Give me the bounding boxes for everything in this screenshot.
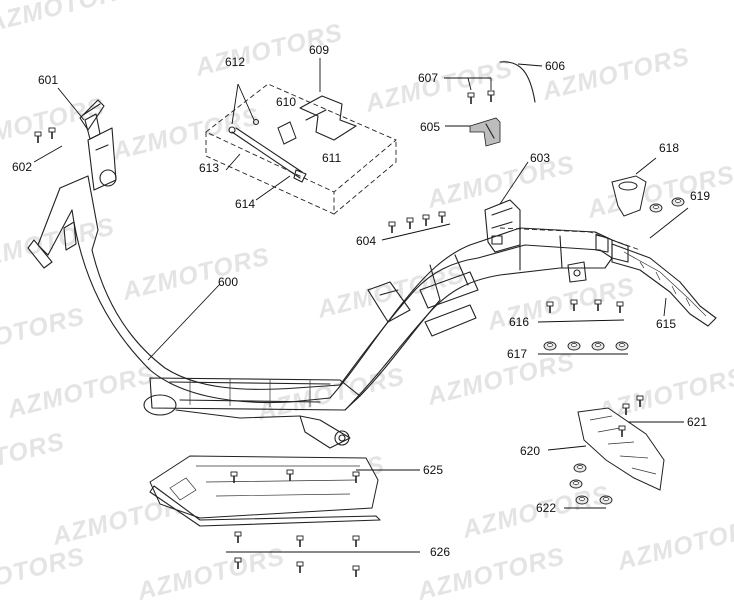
callout-610: 610 bbox=[276, 95, 296, 109]
floor-pan-625 bbox=[149, 455, 420, 527]
watermark-text: AZMOTORS bbox=[0, 302, 88, 366]
callout-609: 609 bbox=[309, 43, 329, 57]
callout-labels: 600 601 602 603 604 605 606 607 609 610 … bbox=[12, 43, 710, 559]
callout-612: 612 bbox=[225, 55, 245, 69]
watermark-text: AZMOTORS bbox=[484, 272, 638, 336]
watermark-text: AZMOTORS bbox=[0, 212, 118, 276]
callout-618: 618 bbox=[659, 141, 679, 155]
bolts-604 bbox=[381, 211, 451, 241]
callout-615: 615 bbox=[656, 317, 676, 331]
watermark-text: AZMOTORS bbox=[424, 150, 578, 214]
callout-605: 605 bbox=[420, 120, 440, 134]
watermark-text: AZMOTORS bbox=[0, 427, 68, 491]
callout-602: 602 bbox=[12, 160, 32, 174]
callout-625: 625 bbox=[423, 463, 443, 477]
callout-616: 616 bbox=[509, 315, 529, 329]
rear-bracket-615 bbox=[611, 243, 717, 327]
callout-607: 607 bbox=[418, 71, 438, 85]
leader-615 bbox=[663, 297, 667, 317]
leader-600 bbox=[147, 283, 221, 361]
watermark-text: AZMOTORS bbox=[119, 242, 273, 306]
watermark-text: AZMOTORS bbox=[4, 360, 158, 424]
callout-622: 622 bbox=[536, 501, 556, 515]
callout-614: 614 bbox=[235, 197, 255, 211]
bracket-601 bbox=[57, 87, 105, 131]
watermark-text: AZMOTORS bbox=[614, 512, 734, 576]
callout-606: 606 bbox=[545, 59, 565, 73]
nuts-619 bbox=[649, 197, 689, 239]
watermark-text: AZMOTORS bbox=[539, 42, 693, 106]
bolts-621 bbox=[618, 395, 684, 438]
callout-613: 613 bbox=[199, 161, 219, 175]
callout-604: 604 bbox=[356, 234, 376, 248]
watermark-text: AZMOTORS bbox=[362, 54, 516, 118]
watermark-text: AZMOTORS bbox=[0, 542, 88, 600]
callout-603: 603 bbox=[530, 151, 550, 165]
nuts-617 bbox=[538, 341, 629, 355]
leader-603 bbox=[499, 161, 529, 205]
bolts-626 bbox=[226, 531, 420, 578]
callout-621: 621 bbox=[687, 415, 707, 429]
dashed-assembly-box-609 bbox=[205, 58, 397, 215]
bracket-605-cable-606 bbox=[444, 61, 543, 147]
watermark-text: AZMOTORS bbox=[109, 102, 263, 166]
callout-601: 601 bbox=[38, 73, 58, 87]
callout-617: 617 bbox=[507, 347, 527, 361]
nuts-622 bbox=[564, 463, 613, 509]
side-cover-620 bbox=[547, 407, 665, 491]
watermark-text: AZMOTORS bbox=[424, 347, 578, 411]
watermark-text: AZMOTORS bbox=[134, 542, 288, 600]
callout-611: 611 bbox=[322, 151, 341, 165]
callout-619: 619 bbox=[690, 189, 710, 203]
callout-620: 620 bbox=[520, 444, 540, 458]
main-frame-600 bbox=[27, 113, 641, 449]
bolts-602 bbox=[33, 127, 63, 163]
callout-626: 626 bbox=[430, 545, 450, 559]
callout-600: 600 bbox=[218, 275, 238, 289]
watermark-text: AZMOTORS bbox=[0, 0, 138, 38]
bolts-616 bbox=[537, 299, 625, 323]
bracket-618 bbox=[611, 157, 657, 217]
watermark-text: AZMOTORS bbox=[584, 160, 734, 224]
